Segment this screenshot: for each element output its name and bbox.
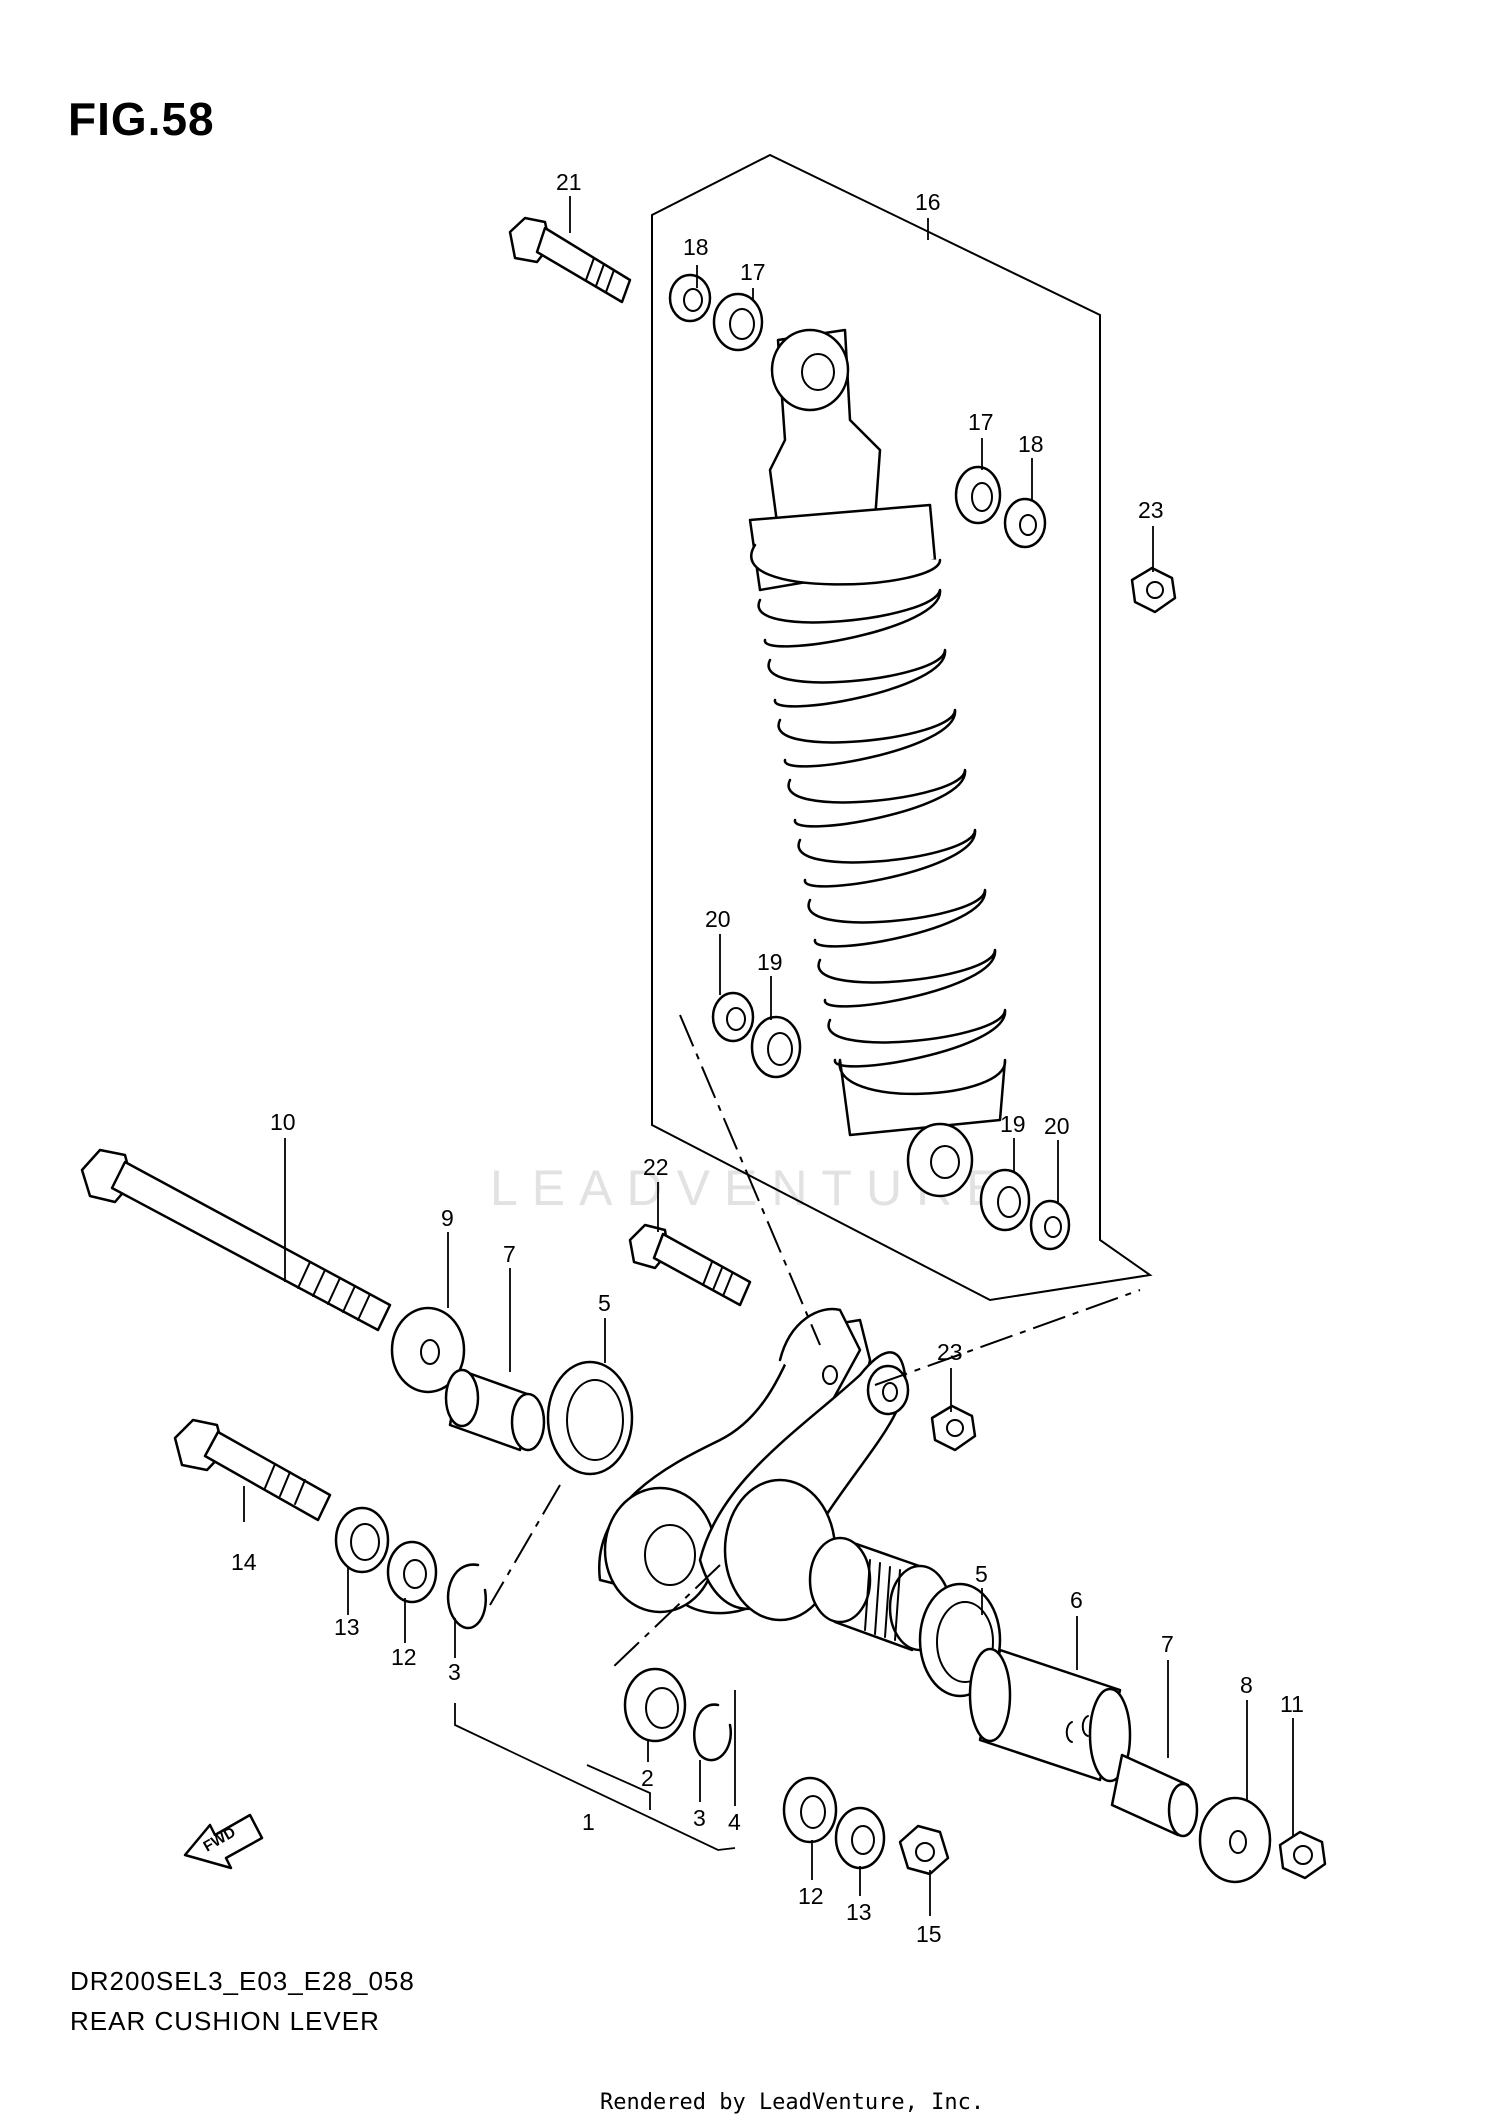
callout-3: 3 bbox=[448, 1659, 461, 1685]
callout-5: 5 bbox=[975, 1561, 988, 1587]
callout-16: 16 bbox=[915, 189, 941, 215]
cushion-lever-body[interactable] bbox=[598, 1307, 910, 1622]
part-11-nut[interactable] bbox=[1278, 1830, 1327, 1880]
callout-10: 10 bbox=[270, 1109, 296, 1135]
assembly-name: REAR CUSHION LEVER bbox=[70, 2006, 380, 2036]
callout-18: 18 bbox=[1018, 431, 1044, 457]
part-3-circlip-left[interactable] bbox=[446, 1563, 488, 1630]
part-14-bolt[interactable] bbox=[173, 1418, 332, 1522]
callout-17: 17 bbox=[968, 409, 994, 435]
callout-6: 6 bbox=[1070, 1587, 1083, 1613]
callout-21: 21 bbox=[556, 169, 582, 195]
part-7-sleeve-left[interactable] bbox=[444, 1368, 546, 1452]
part-10-long-bolt[interactable] bbox=[80, 1148, 392, 1332]
part-7-sleeve-right[interactable] bbox=[1110, 1753, 1199, 1838]
callout-17: 17 bbox=[740, 259, 766, 285]
callout-20: 20 bbox=[705, 906, 731, 932]
part-13-bearing-left[interactable] bbox=[334, 1506, 390, 1574]
part-18-collar-top[interactable] bbox=[668, 273, 712, 323]
callout-19: 19 bbox=[757, 949, 783, 975]
leader-lines bbox=[243, 196, 1294, 1916]
part-15-nut[interactable] bbox=[898, 1824, 950, 1876]
callout-11: 11 bbox=[1280, 1691, 1304, 1717]
part-9-washer[interactable] bbox=[390, 1306, 466, 1394]
callout-8: 8 bbox=[1240, 1672, 1253, 1698]
part-20-spacer-left[interactable] bbox=[711, 991, 755, 1043]
callout-1: 1 bbox=[582, 1809, 595, 1835]
part-3-circlip-right[interactable] bbox=[692, 1703, 733, 1762]
part-12-washer-left[interactable] bbox=[386, 1540, 438, 1604]
part-19-seal-left[interactable] bbox=[750, 1015, 802, 1079]
callout-20: 20 bbox=[1044, 1113, 1070, 1139]
part-20-spacer-right[interactable] bbox=[1029, 1199, 1071, 1251]
shock-spring bbox=[757, 588, 1007, 1068]
callout-13: 13 bbox=[846, 1899, 872, 1925]
part-2-bearing[interactable] bbox=[623, 1667, 687, 1743]
figure-title: FIG.58 bbox=[68, 93, 215, 145]
part-21-bolt[interactable] bbox=[508, 216, 632, 304]
callout-2: 2 bbox=[641, 1765, 654, 1791]
callout-12: 12 bbox=[391, 1644, 417, 1670]
callout-12: 12 bbox=[798, 1883, 824, 1909]
part-12-washer-right[interactable] bbox=[782, 1776, 838, 1844]
part-16-rear-shock-absorber[interactable] bbox=[748, 328, 1007, 1198]
part-23-nut-lower[interactable] bbox=[930, 1404, 977, 1452]
callout-3: 3 bbox=[693, 1805, 706, 1831]
callout-4: 4 bbox=[728, 1809, 741, 1835]
callout-19: 19 bbox=[1000, 1111, 1026, 1137]
callout-7: 7 bbox=[1161, 1631, 1174, 1657]
part-13-bearing-right[interactable] bbox=[834, 1806, 886, 1870]
part-22-bolt[interactable] bbox=[628, 1223, 752, 1307]
callout-5: 5 bbox=[598, 1290, 611, 1316]
callout-14: 14 bbox=[231, 1549, 257, 1575]
part-5-seal-left[interactable] bbox=[546, 1360, 634, 1476]
callout-7: 7 bbox=[503, 1241, 516, 1267]
part-19-seal-right[interactable] bbox=[979, 1168, 1031, 1232]
callout-22: 22 bbox=[643, 1154, 669, 1180]
part-8-washer[interactable] bbox=[1198, 1796, 1272, 1884]
callout-23: 23 bbox=[937, 1339, 963, 1365]
part-23-nut-top[interactable] bbox=[1130, 566, 1177, 614]
part-18-collar-right[interactable] bbox=[1003, 497, 1047, 549]
callout-13: 13 bbox=[334, 1614, 360, 1640]
model-code: DR200SEL3_E03_E28_058 bbox=[70, 1966, 415, 1996]
part-6-spacer[interactable] bbox=[968, 1647, 1132, 1783]
part-17-seal-top[interactable] bbox=[712, 292, 764, 352]
part-17-seal-right[interactable] bbox=[954, 465, 1002, 525]
rendered-by-credit: Rendered by LeadVenture, Inc. bbox=[600, 2090, 985, 2115]
assembly-dash-lines bbox=[489, 1014, 1141, 1671]
callout-18: 18 bbox=[683, 234, 709, 260]
forward-direction-arrow: FWD bbox=[183, 1813, 264, 1870]
shock-group-outline bbox=[651, 153, 1153, 1302]
callout-9: 9 bbox=[441, 1205, 454, 1231]
callout-labels: 21 16 18 17 17 18 23 20 19 19 20 22 10 9… bbox=[231, 169, 1304, 1947]
callout-23: 23 bbox=[1138, 497, 1164, 523]
callout-15: 15 bbox=[916, 1921, 942, 1947]
